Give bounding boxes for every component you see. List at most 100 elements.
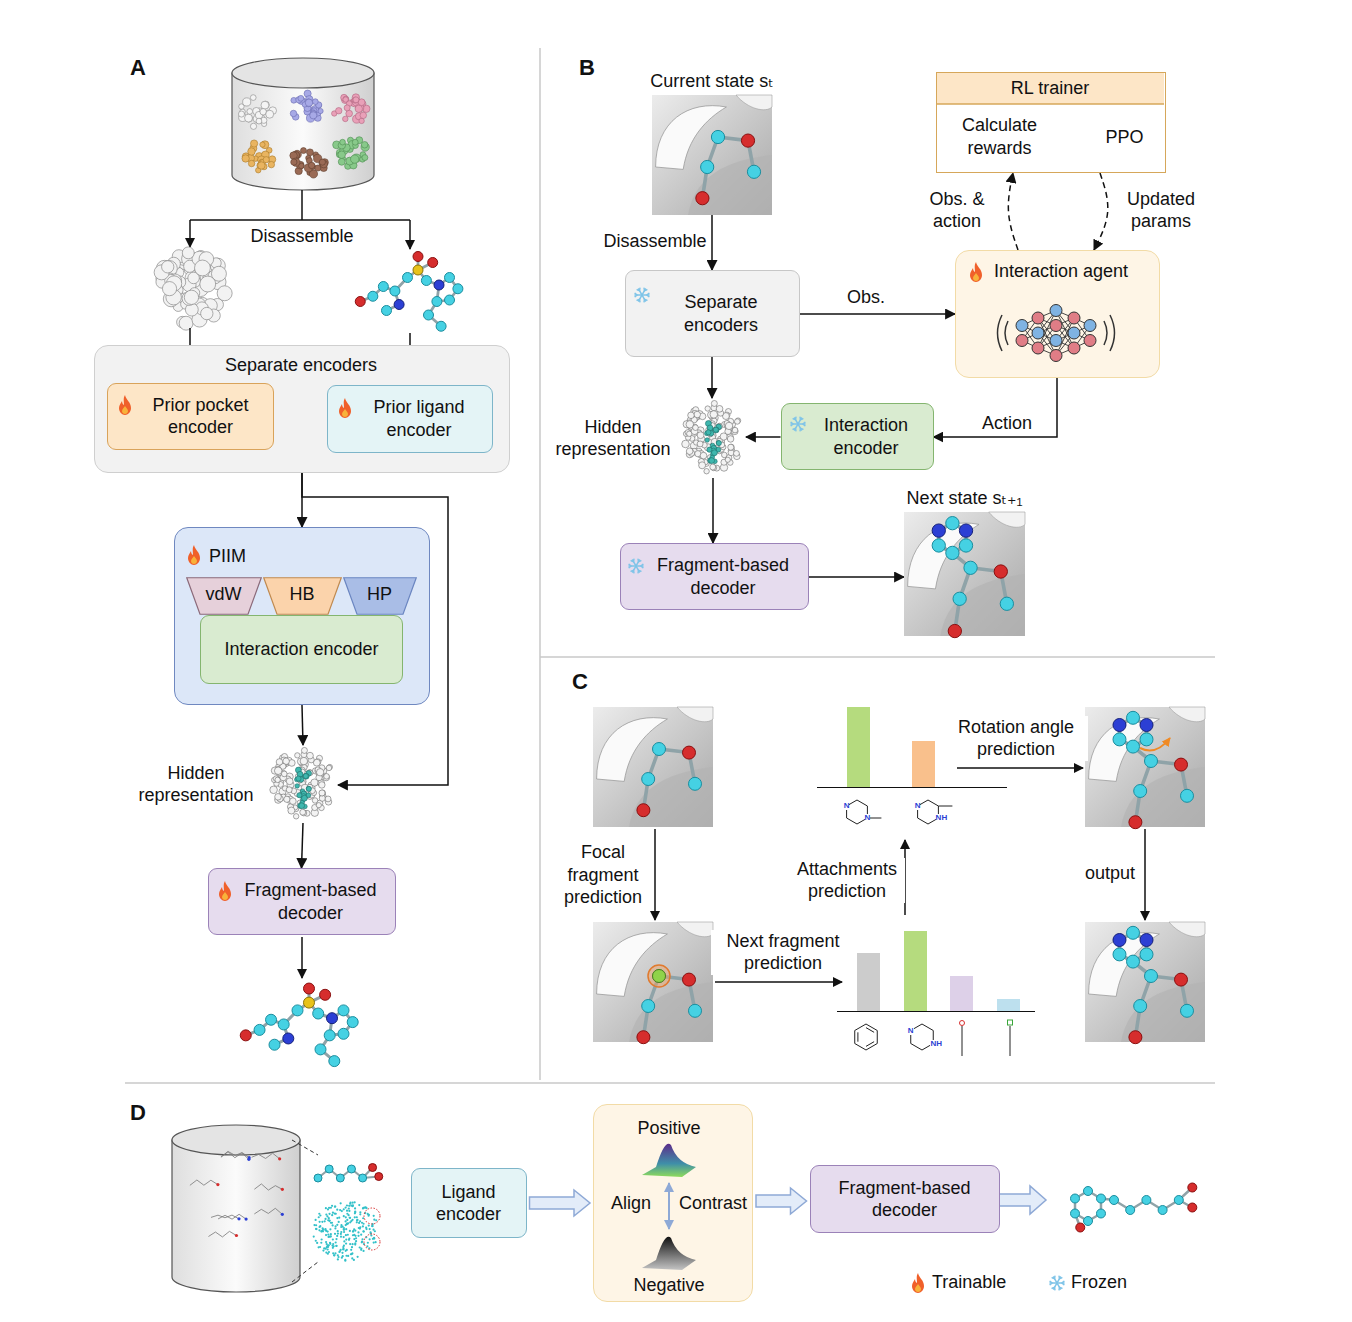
- node-art: [652, 95, 772, 215]
- pocket-surface: [1085, 707, 1205, 827]
- atom-cluster: [302, 793, 307, 798]
- surface-dots: [372, 1229, 374, 1231]
- atom-cluster: [697, 432, 704, 439]
- pocket-surface: [593, 707, 713, 827]
- oxygen-surface: [364, 1208, 380, 1224]
- atom-cluster: [708, 422, 714, 428]
- molecule: [1071, 1194, 1080, 1203]
- atom-cluster: [308, 784, 316, 792]
- molecule: [327, 1013, 338, 1024]
- atom-cluster: [299, 760, 306, 767]
- surface-dots: [369, 1228, 371, 1230]
- atom-cluster: [686, 451, 693, 458]
- frozen-icon: [1050, 1281, 1052, 1284]
- surface-dots: [331, 1214, 333, 1216]
- surface-dots: [342, 1248, 344, 1250]
- surface-dots: [325, 1241, 327, 1243]
- panel-label: A: [128, 54, 148, 82]
- surface-dots: [321, 1238, 323, 1240]
- surface-dots: [352, 1243, 354, 1245]
- atom-cluster: [311, 779, 318, 786]
- node-art: [680, 398, 746, 478]
- block-arrow: [756, 1188, 807, 1214]
- frozen-icon: [635, 294, 649, 296]
- node-text: RL trainer: [1011, 77, 1089, 100]
- frozen-icon: [637, 288, 640, 290]
- molecule-sketch: [218, 1214, 246, 1219]
- molecule: [428, 258, 438, 268]
- node-art: [1056, 311, 1074, 334]
- atom-cluster: [352, 139, 358, 145]
- surface-dots: [318, 1213, 320, 1215]
- molecule: [642, 1000, 655, 1013]
- molecule: [741, 134, 754, 147]
- atom-cluster: [292, 805, 297, 810]
- encoder-box: Prior pocket encoder: [107, 383, 274, 450]
- molecule: [718, 137, 748, 141]
- database-cylinder: [172, 1125, 300, 1155]
- atom-cluster: [711, 400, 717, 406]
- atom-cluster: [726, 432, 732, 438]
- database-cylinder: [232, 73, 374, 190]
- surface-dots: [346, 1213, 348, 1215]
- node-art: [1110, 315, 1115, 351]
- node-art: [1068, 327, 1080, 339]
- molecule: [324, 1030, 335, 1041]
- molecule: [953, 592, 966, 605]
- node-art: [1038, 333, 1056, 356]
- atom-cluster: [312, 798, 318, 804]
- node-art: [263, 577, 342, 615]
- atom-cluster: [302, 795, 308, 801]
- surface-dots: [337, 1254, 339, 1256]
- atom-cluster: [683, 431, 688, 436]
- node-art: [1056, 326, 1074, 349]
- atom-cluster: [722, 421, 728, 427]
- decoder-box: Fragment-based decoder: [620, 543, 809, 610]
- molecule: [701, 160, 714, 173]
- frozen-icon: [634, 285, 650, 305]
- atom-cluster: [295, 767, 312, 809]
- molecule: [1001, 572, 1007, 604]
- connector: [1043, 137, 1100, 138]
- atom-cluster: [707, 455, 712, 460]
- molecule-sketch: [221, 1152, 249, 1160]
- molecule: [689, 777, 702, 790]
- frozen-icon: [635, 288, 649, 302]
- arrow: [654, 829, 656, 920]
- molecule: [1084, 1217, 1093, 1226]
- molecule: [637, 743, 702, 817]
- atom-cluster: [361, 142, 368, 149]
- surface-dots: [332, 1243, 334, 1245]
- surface-dots: [336, 1235, 338, 1237]
- module-box: vdWHBHPInteraction encoderPIIM: [174, 527, 430, 705]
- atom-cluster: [710, 464, 716, 470]
- molecule: [359, 1174, 367, 1182]
- surface-dots: [319, 1221, 321, 1223]
- surface-dots: [331, 1205, 333, 1207]
- surface-dots: [349, 1243, 351, 1245]
- surface-dots: [343, 1215, 345, 1217]
- atom-cluster: [258, 162, 265, 169]
- surface-dots: [346, 1249, 348, 1251]
- atom-cluster: [682, 440, 690, 448]
- atom-cluster: [298, 777, 304, 783]
- node-art: [998, 305, 1115, 362]
- surface-dots: [354, 1211, 356, 1213]
- atom-cluster: [355, 105, 362, 112]
- surface-dots: [328, 1213, 330, 1215]
- atom-cluster: [316, 800, 323, 807]
- surface-dots: [352, 1230, 354, 1232]
- atom-cluster: [716, 441, 721, 446]
- arrow: [904, 840, 906, 915]
- frozen-icon: [631, 559, 634, 561]
- node-art: [1074, 326, 1090, 334]
- surface-dots: [325, 1207, 327, 1209]
- surface-dots: [327, 1248, 329, 1250]
- pocket-surface: [656, 106, 727, 170]
- atom-cluster: [716, 438, 722, 444]
- atom-dot: [237, 1217, 240, 1220]
- node-art: [1104, 321, 1107, 345]
- node-art: [270, 747, 333, 819]
- trainable-icon: [912, 1273, 924, 1293]
